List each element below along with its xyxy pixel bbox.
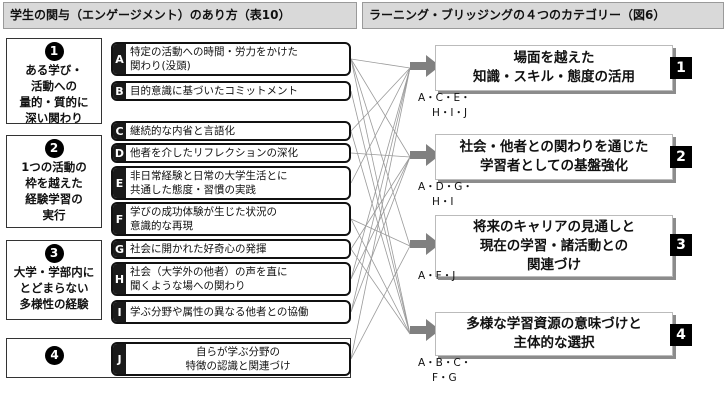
item-text-line: 社会（大学外の他者）の声を直に: [130, 266, 288, 278]
item-letter-badge: I: [113, 302, 126, 322]
item-letter-badge: G: [113, 241, 126, 257]
item-text-line: 継続的な内省と言語化: [130, 125, 235, 137]
right-arrow-icon: [410, 144, 440, 166]
item-letter-badge: H: [113, 264, 126, 294]
outcome-text-line: 現在の学習・諸活動との: [479, 237, 629, 254]
connector-line-d-to-2: [350, 152, 411, 158]
connector-line-i-to-1: [350, 67, 411, 313]
outcome-number-badge: 1: [670, 57, 692, 79]
right-arrow-icon: [410, 319, 440, 341]
category-line: 枠を越えた: [25, 176, 83, 190]
item-text-line: 共通した態度・習慣の実践: [130, 184, 256, 196]
connector-line-a-to-2: [350, 58, 411, 158]
outcome-box-4: 多様な学習資源の意味づけと 主体的な選択: [435, 312, 673, 356]
item-text-line: 関わり(没頭): [130, 60, 191, 72]
item-text-line: 社会に開かれた好奇心の発揮: [130, 243, 267, 255]
category-2: 2 1つの活動の 枠を越えた 経験学習の 実行: [6, 135, 102, 228]
category-line: 多様性の経験: [19, 297, 89, 311]
connector-line-i-to-2: [350, 156, 411, 313]
outcome-label: A・C・E・H・I・J: [418, 92, 471, 119]
item-text-line: 他者を介したリフレクションの深化: [130, 147, 298, 159]
item-text-line: 学ぶ分野や属性の異なる他者との協働: [130, 306, 309, 318]
engagement-item-d: D 他者を介したリフレクションの深化: [111, 143, 351, 163]
outcome-box-3: 将来のキャリアの見通しと 現在の学習・諸活動との 関連づけ: [435, 215, 673, 277]
connector-line-e-to-1: [350, 67, 411, 184]
category-line: 経験学習の: [25, 192, 83, 206]
connector-line-h-to-1: [350, 67, 411, 280]
right-arrow-icon: [410, 233, 440, 255]
item-letter-badge: C: [113, 123, 126, 139]
category-3: 3 大学・学部内に とどまらない 多様性の経験: [6, 240, 102, 320]
item-text-line: 聞くような場への関わり: [130, 280, 246, 292]
category-number-badge: 1: [44, 42, 64, 61]
connector-line-f-to-4: [350, 218, 411, 335]
item-text-line: 学びの成功体験が生じた状況の: [130, 206, 277, 218]
category-line: 深い関わり: [25, 111, 83, 125]
engagement-item-j: J 自らが学ぶ分野の特徴の認識と関連づけ: [111, 342, 351, 376]
item-text-line: 意識的な再現: [130, 220, 193, 232]
category-line: ある学び・: [25, 63, 83, 77]
connector-line-c-to-4: [350, 130, 411, 335]
connector-line-g-to-4: [350, 248, 411, 335]
connector-line-c-to-1: [350, 67, 411, 132]
item-letter-badge: J: [113, 344, 126, 374]
category-line: とどまらない: [19, 281, 89, 295]
outcome-number-badge: 3: [670, 234, 692, 256]
item-text-line: 特徴の認識と関連づけ: [185, 360, 291, 372]
connector-line-g-to-2: [350, 156, 411, 250]
item-letter-badge: E: [113, 168, 126, 198]
outcome-text-line: 社会・他者との関わりを通じた: [459, 139, 649, 155]
category-number-badge: 4: [45, 346, 64, 365]
category-line: 活動への: [31, 79, 77, 93]
connector-line-j-to-3: [350, 245, 411, 360]
outcome-number-badge: 2: [670, 146, 692, 168]
outcome-text-line: 学習者としての基盤強化: [479, 158, 629, 174]
outcome-text-line: 知識・スキル・態度の活用: [473, 69, 635, 85]
item-text-line: 非日常経験と日常の大学生活とに: [130, 170, 288, 182]
category-line: 1つの活動の: [21, 160, 87, 174]
item-text-line: 目的意識に基づいたコミットメント: [130, 85, 298, 97]
engagement-item-i: I 学ぶ分野や属性の異なる他者との協働: [111, 300, 351, 324]
engagement-item-a: A 特定の活動への時間・労力をかけた関わり(没頭): [111, 42, 351, 76]
engagement-item-c: C 継続的な内省と言語化: [111, 121, 351, 141]
connector-line-a-to-3: [350, 58, 411, 247]
connector-line-h-to-2: [350, 156, 411, 280]
engagement-item-g: G 社会に開かれた好奇心の発揮: [111, 239, 351, 259]
category-1: 1 ある学び・ 活動への 量的・質的に 深い関わり: [6, 38, 102, 125]
item-letter-badge: D: [113, 145, 126, 161]
outcome-label: A・F・J: [418, 270, 456, 282]
connector-line-a-to-1: [350, 58, 411, 69]
connector-line-b-to-4: [350, 90, 411, 335]
item-text-line: 特定の活動への時間・労力をかけた: [130, 46, 298, 58]
item-letter-badge: A: [113, 44, 126, 74]
outcome-label: A・D・G・H・I: [418, 181, 473, 208]
right-arrow-icon: [410, 55, 440, 77]
category-line: 大学・学部内に: [13, 265, 95, 279]
outcome-text-line: 多様な学習資源の意味づけと: [466, 316, 642, 332]
engagement-item-h: H 社会（大学外の他者）の声を直に聞くような場への関わり: [111, 262, 351, 296]
outcome-text-line: 場面を越えた: [513, 50, 595, 66]
right-panel-header: ラーニング・ブリッジングの４つのカテゴリー（図6）: [362, 2, 724, 29]
item-text-line: 自らが学ぶ分野の: [196, 346, 280, 358]
engagement-item-b: B 目的意識に基づいたコミットメント: [111, 81, 351, 101]
category-line: 実行: [42, 208, 66, 222]
category-number-badge: 3: [44, 244, 64, 263]
left-panel-header: 学生の関与（エンゲージメント）のあり方（表10）: [3, 2, 357, 29]
outcome-text-line: 関連づけ: [527, 256, 581, 273]
outcome-number-badge: 4: [670, 324, 692, 346]
category-number-badge: 2: [44, 139, 64, 158]
outcome-text-line: 将来のキャリアの見通しと: [473, 218, 635, 235]
outcome-text-line: 主体的な選択: [513, 335, 595, 351]
item-letter-badge: B: [113, 83, 126, 99]
outcome-box-2: 社会・他者との関わりを通じた 学習者としての基盤強化: [435, 134, 673, 180]
engagement-item-e: E 非日常経験と日常の大学生活とに共通した態度・習慣の実践: [111, 166, 351, 200]
engagement-item-f: F 学びの成功体験が生じた状況の意識的な再現: [111, 202, 351, 236]
connector-line-a-to-4: [350, 58, 411, 335]
outcome-box-1: 場面を越えた 知識・スキル・態度の活用: [435, 45, 673, 91]
outcome-label: A・B・C・F・G: [418, 357, 472, 384]
item-letter-badge: F: [113, 204, 126, 234]
category-line: 量的・質的に: [19, 95, 89, 109]
